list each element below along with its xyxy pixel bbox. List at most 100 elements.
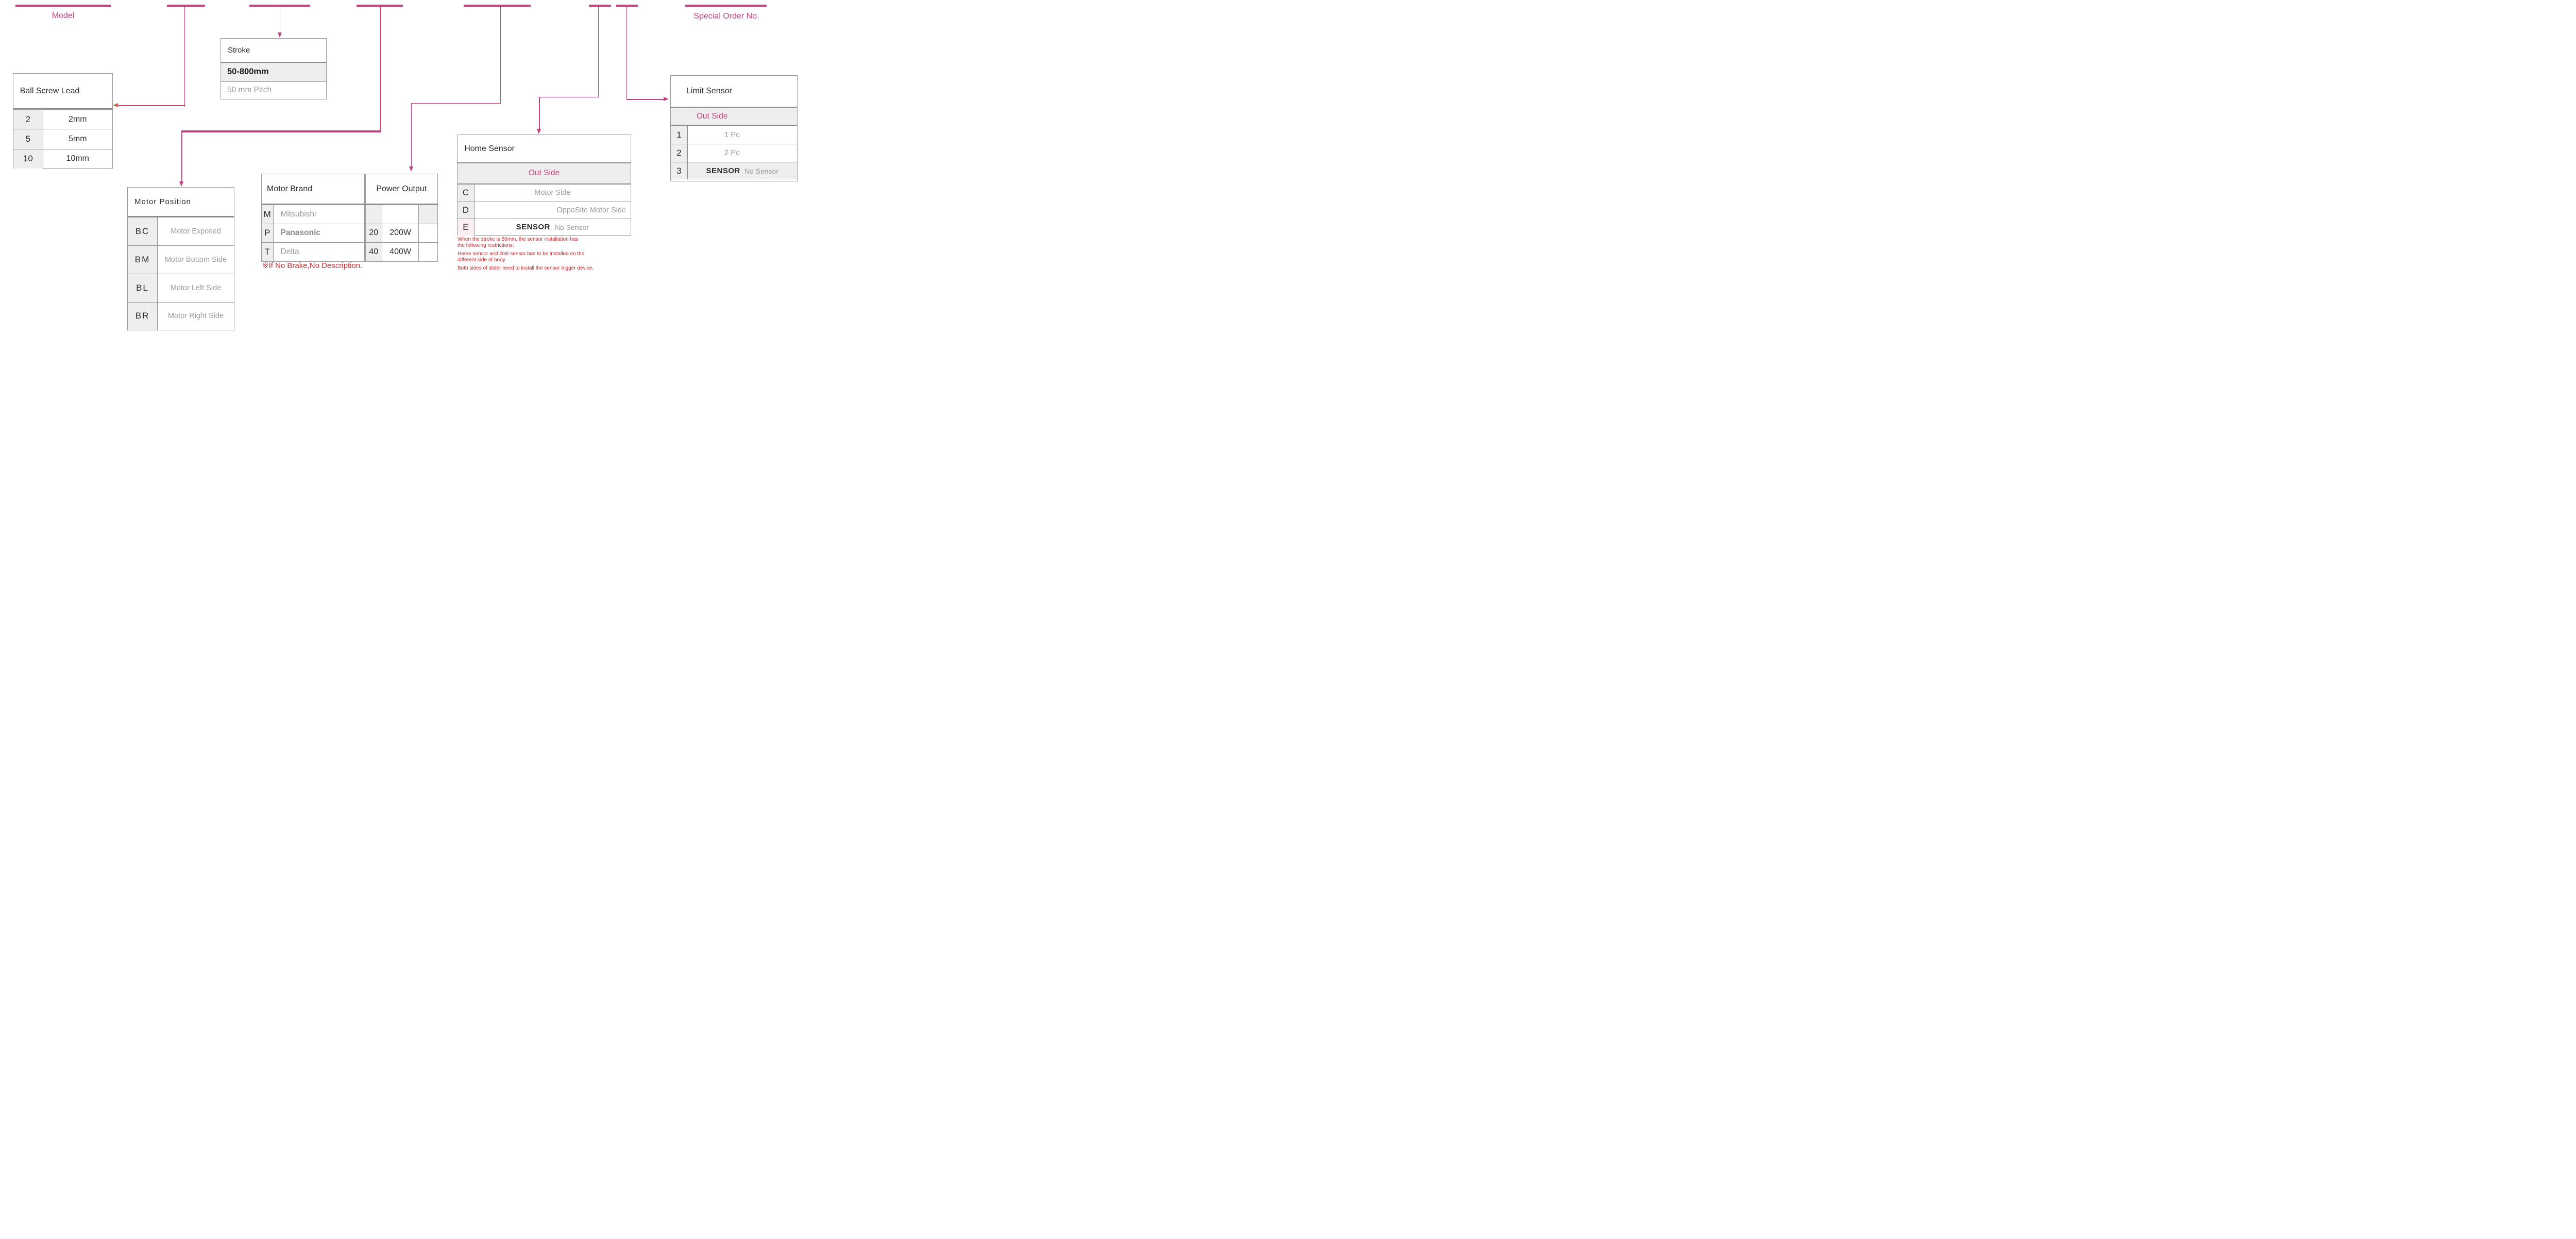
table-row: BR Motor Right Side xyxy=(128,302,234,330)
connector-motor-position-horizontal xyxy=(181,130,381,132)
power-spare-cell xyxy=(419,224,437,243)
limit-sensor-desc: 2 Pc xyxy=(724,148,740,158)
stroke-pitch-row: 50 mm Pitch xyxy=(221,81,326,98)
limit-sensor-desc: SENSOR No Sensor xyxy=(688,162,797,180)
column-gap xyxy=(364,174,366,204)
arrowhead-ball-screw-lead xyxy=(113,103,118,107)
table-row: 5 5mm xyxy=(13,129,112,149)
home-sensor-subheader-text: Out Side xyxy=(528,169,560,178)
brake-note: ※If No Brake,No Description. xyxy=(262,261,363,270)
connector-home-sensor-horizontal xyxy=(539,96,599,97)
ball-screw-value: 2mm xyxy=(69,114,87,124)
limit-sensor-subheader-text: Out Side xyxy=(697,111,728,121)
stroke-range-row: 50-800mm xyxy=(221,63,326,81)
column-gap xyxy=(364,243,366,261)
stroke-table: Stroke 50-800mm 50 mm Pitch xyxy=(221,38,327,99)
ball-screw-code: 5 xyxy=(13,129,43,149)
power-value xyxy=(382,205,419,224)
connector-limit-sensor-vertical xyxy=(626,4,628,99)
motor-position-desc: Motor Exposed xyxy=(171,227,221,236)
arrowhead-stroke xyxy=(278,32,282,38)
motor-position-code: BR xyxy=(128,302,158,330)
motor-position-table: Motor Position BC Motor Exposed BM Motor… xyxy=(127,187,234,330)
limit-sensor-desc-text: No Sensor xyxy=(744,166,778,175)
motor-brand-code: P xyxy=(262,224,274,243)
special-order-label: Special Order No. xyxy=(693,12,759,21)
power-value: 400W xyxy=(382,243,419,261)
connector-motor-position-drop xyxy=(181,131,182,181)
connector-power-output-horizontal xyxy=(411,103,501,104)
home-sensor-desc: Motor Side xyxy=(534,189,571,197)
limit-sensor-desc: 1 Pc xyxy=(724,130,740,140)
code-bar-special-order xyxy=(685,4,767,7)
motor-brand-code: M xyxy=(262,205,274,224)
power-spare-cell xyxy=(419,243,437,261)
connector-home-sensor-vertical xyxy=(598,4,599,97)
home-sensor-desc: OppoSite Motor Side xyxy=(556,206,626,214)
home-sensor-table: Home Sensor Out Side C Motor Side D Oppo… xyxy=(457,135,631,236)
table-row: BC Motor Exposed xyxy=(128,217,234,245)
model-label: Model xyxy=(52,11,75,20)
limit-sensor-code: 1 xyxy=(671,126,688,144)
table-row: BL Motor Left Side xyxy=(128,273,234,302)
power-output-title: Power Output xyxy=(376,184,427,193)
connector-ball-screw-horizontal xyxy=(117,105,185,106)
arrowhead-motor-position xyxy=(179,181,184,187)
arrowhead-limit-sensor xyxy=(664,97,669,102)
code-bar-home-sensor xyxy=(588,4,611,7)
home-sensor-desc: SENSOR No Sensor xyxy=(474,219,631,236)
connector-home-sensor-drop xyxy=(539,96,540,129)
table-row: 3 SENSOR No Sensor xyxy=(671,161,797,180)
power-value: 200W xyxy=(382,224,419,243)
connector-stroke-vertical xyxy=(279,4,281,33)
table-row: 2 2mm xyxy=(13,109,112,129)
home-sensor-note-3: Both sides of slider need to install the… xyxy=(457,265,594,271)
table-row: BM Motor Bottom Side xyxy=(128,245,234,274)
motor-position-desc: Motor Bottom Side xyxy=(164,255,227,264)
connector-motor-position-vertical xyxy=(380,4,381,132)
limit-sensor-code: 3 xyxy=(671,162,688,180)
motor-position-desc: Motor Left Side xyxy=(170,283,222,292)
sensor-brand-word: SENSOR xyxy=(706,166,740,176)
motor-brand-code: T xyxy=(262,243,274,261)
stroke-pitch: 50 mm Pitch xyxy=(227,85,272,94)
motor-brand-name: Mitsubishi xyxy=(280,209,316,219)
home-sensor-code: E xyxy=(457,219,474,236)
power-code: 20 xyxy=(365,224,382,243)
home-sensor-desc-text: No Sensor xyxy=(554,223,589,231)
arrowhead-home-sensor xyxy=(537,128,541,134)
connector-power-output-drop xyxy=(411,103,412,167)
limit-sensor-code: 2 xyxy=(671,144,688,162)
ball-screw-value: 10mm xyxy=(66,154,89,163)
table-row: T Delta 40 400W xyxy=(262,242,437,261)
sensor-brand-word: SENSOR xyxy=(516,223,550,232)
motor-position-code: BC xyxy=(128,217,158,245)
code-bar-model xyxy=(15,4,111,7)
stroke-title: Stroke xyxy=(221,39,326,63)
ball-screw-code: 2 xyxy=(13,110,43,129)
table-row: P Panasonic 20 200W xyxy=(262,223,437,243)
table-row: 2 2 Pc xyxy=(671,144,797,162)
power-code xyxy=(365,205,382,224)
stroke-range: 50-800mm xyxy=(227,67,269,77)
home-sensor-code: C xyxy=(457,184,474,202)
connector-ball-screw-vertical xyxy=(184,4,185,107)
arrowhead-power-output xyxy=(409,166,413,172)
limit-sensor-table: Limit Sensor Out Side 1 1 Pc 2 2 Pc 3 SE… xyxy=(670,75,798,182)
connector-limit-sensor-horizontal xyxy=(626,99,664,100)
ball-screw-lead-title: Ball Screw Lead xyxy=(13,74,112,110)
motor-brand-power-table: Motor Brand Power Output M Mitsubishi P … xyxy=(261,174,438,262)
motor-position-code: BL xyxy=(128,274,158,302)
motor-brand-title: Motor Brand xyxy=(267,184,313,193)
column-gap xyxy=(364,205,366,224)
code-bar-power-output xyxy=(464,4,531,7)
motor-header-row: Motor Brand Power Output xyxy=(262,174,437,205)
motor-position-code: BM xyxy=(128,245,158,274)
table-row: M Mitsubishi xyxy=(262,205,437,224)
ball-screw-code: 10 xyxy=(13,149,43,169)
table-row: 10 10mm xyxy=(13,148,112,169)
motor-brand-name: Delta xyxy=(280,247,299,256)
motor-position-title: Motor Position xyxy=(128,188,234,217)
home-sensor-note-1: When the stroke is 50mm, the sensor inst… xyxy=(457,237,579,248)
ordering-code-diagram: Model Special Order No. Ball Screw Lead … xyxy=(0,0,808,361)
